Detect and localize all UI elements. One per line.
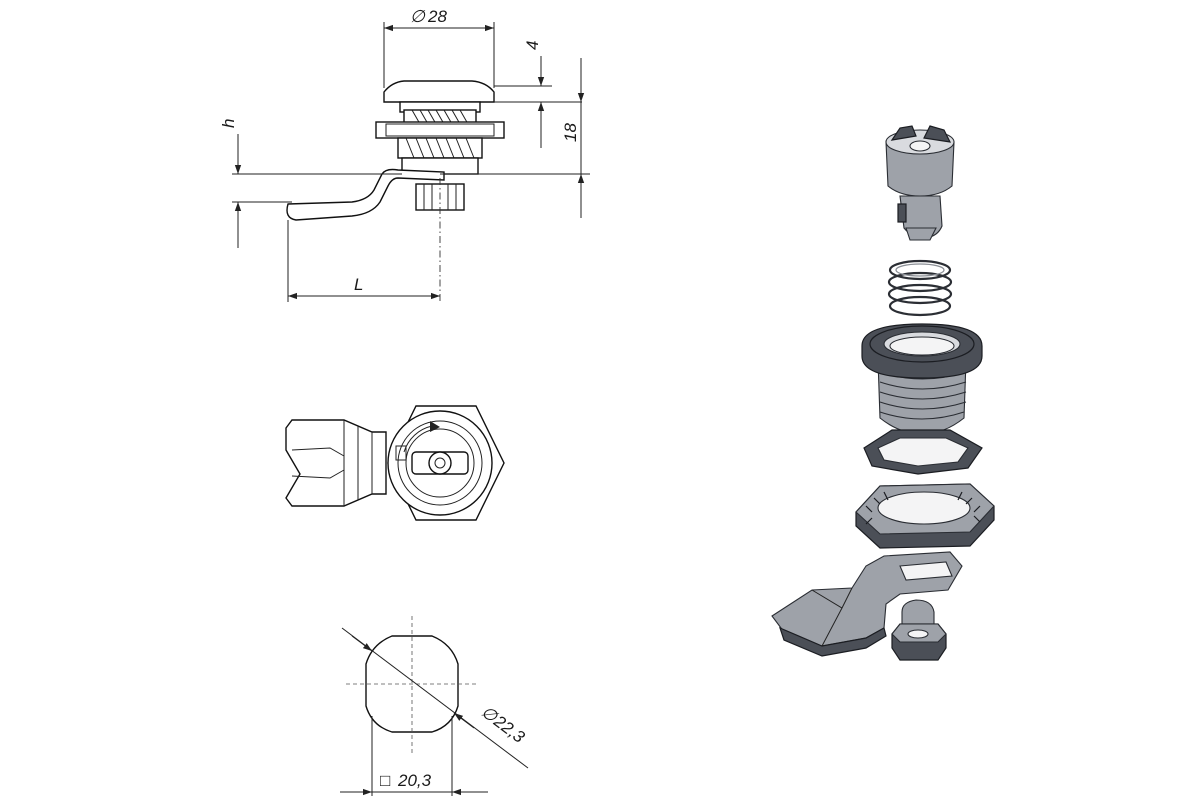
dim-label-sq: 20,3: [397, 771, 432, 790]
dim-arrow-d223-bottom: [453, 712, 475, 729]
dim-label-sq-symbol: □: [380, 771, 390, 790]
dim-line-d223: [341, 627, 529, 769]
bezel-ring-front: [397, 420, 483, 506]
front-bezel: [383, 80, 495, 103]
spring: [887, 259, 953, 317]
key-center-icon: [428, 451, 452, 475]
rotation-arrow-icon: [430, 421, 440, 432]
cam-front-bevel: [291, 447, 345, 479]
dim-arrow-d223-top: [351, 635, 373, 652]
dim-label-4: 4: [523, 41, 542, 50]
dim-label-l: L: [354, 275, 363, 294]
cutout-view: ∅ 22,3 □ 20,3: [340, 616, 529, 796]
gasket: [863, 429, 983, 475]
dim-label-d28: 28: [427, 7, 447, 26]
screw-flats: [423, 184, 457, 210]
front-view: [285, 405, 505, 521]
thread-lines-upper: [411, 109, 469, 125]
dim-label-18: 18: [561, 123, 580, 142]
dim-label-h: h: [219, 119, 238, 128]
exploded-cam-plate: [771, 551, 963, 657]
dim-label-d28-symbol: ∅: [410, 7, 426, 26]
exploded-hex-nut: [855, 483, 995, 549]
exploded-screw: [891, 599, 947, 661]
rotation-arc: [403, 425, 433, 453]
exploded-view: [771, 125, 995, 661]
cam-front: [285, 419, 387, 507]
thread-lines-lower: [405, 137, 475, 159]
dim-label-d223-group: ∅ 22,3: [478, 702, 529, 747]
side-view: ∅ 28 4 18 h L: [219, 7, 590, 302]
cam-front-edges: [343, 420, 373, 506]
cam-plate: [286, 168, 445, 221]
nut-face: [385, 123, 495, 137]
plug-ring-front: [405, 428, 475, 498]
lock-housing: [861, 323, 983, 435]
front-slot-left: [395, 445, 407, 461]
lock-plug: [885, 125, 955, 241]
key-center-dot: [434, 457, 446, 469]
